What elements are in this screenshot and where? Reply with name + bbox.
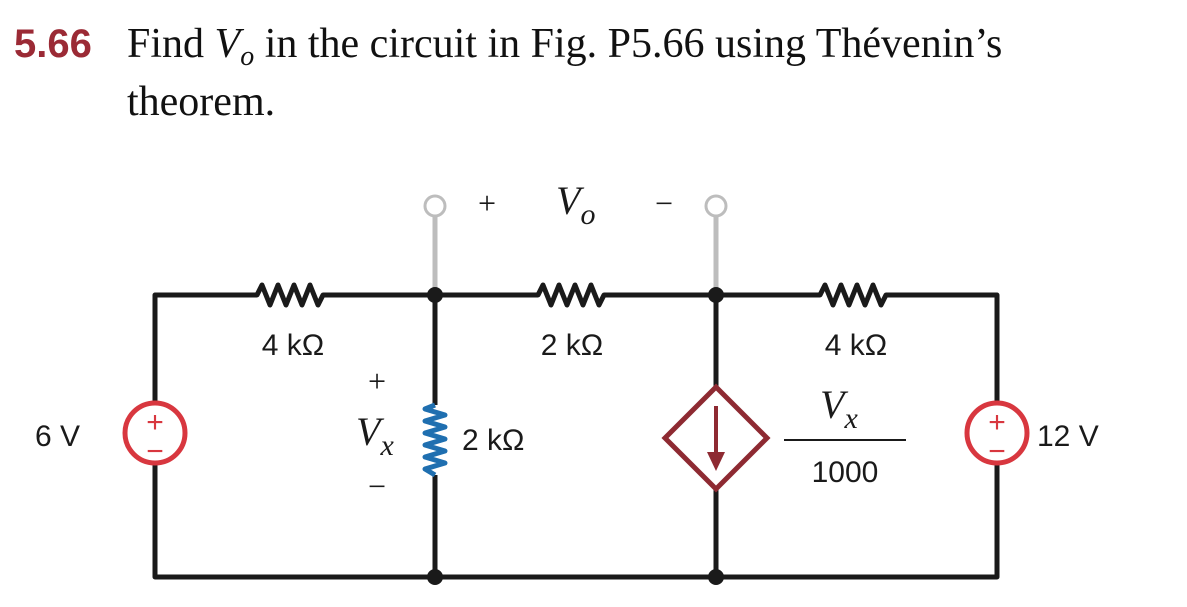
resistor-4k-right-label: 4 kΩ (825, 329, 887, 362)
vo-minus: − (655, 185, 673, 221)
problem-text-after: in the circuit in Fig. P5.66 using Théve… (254, 21, 1003, 67)
dep-num-var: V (820, 382, 849, 427)
problem-number: 5.66 (14, 22, 92, 66)
problem-statement-line2: theorem. (127, 79, 276, 125)
problem-var-v: V (214, 21, 241, 67)
node-dot-bottom-right (708, 569, 724, 585)
vo-sub: o (580, 198, 595, 231)
vx-sub: x (379, 429, 394, 462)
resistor-2k-vertical-label: 2 kΩ (462, 424, 524, 457)
voltage-source-6v[interactable] (122, 400, 188, 466)
node-dot-top-left (427, 287, 443, 303)
resistor-4k-right[interactable] (818, 281, 888, 309)
voltage-source-6v-minus: − (146, 435, 164, 468)
vo-label: Vo (556, 178, 595, 231)
vo-plus: + (478, 185, 496, 221)
problem-text-before: Find (127, 21, 215, 67)
vx-var: V (356, 409, 385, 454)
node-dot-bottom-left (427, 569, 443, 585)
voltage-source-12v-plus: + (988, 406, 1006, 439)
voltage-source-12v-minus: − (988, 435, 1006, 468)
problem-var-sub: o (240, 41, 255, 72)
problem-statement-line1: Find Vo in the circuit in Fig. P5.66 usi… (127, 20, 1003, 72)
dependent-source-arrow-head (707, 452, 725, 471)
bottom-wire (152, 463, 1000, 580)
resistor-2k-middle-label: 2 kΩ (541, 329, 603, 362)
resistor-4k-left-label: 4 kΩ (262, 329, 324, 362)
resistor-2k-vertical[interactable] (422, 402, 448, 478)
voltage-source-12v[interactable] (964, 400, 1030, 466)
vx-label: Vx (356, 409, 394, 462)
dep-source-numerator: Vx (820, 382, 858, 435)
terminal-left[interactable] (423, 194, 447, 218)
resistor-4k-left[interactable] (255, 281, 325, 309)
node-dot-top-right (708, 287, 724, 303)
terminal-right[interactable] (704, 194, 728, 218)
top-wire (152, 282, 1000, 403)
dep-num-sub: x (843, 402, 858, 435)
vx-plus: + (368, 363, 386, 399)
vx-minus: − (368, 468, 386, 504)
dep-source-denominator: 1000 (812, 456, 879, 489)
source-right-label: 12 V (1037, 420, 1099, 453)
voltage-source-6v-plus: + (146, 406, 164, 439)
source-left-label: 6 V (35, 420, 80, 453)
vo-var: V (556, 178, 585, 223)
resistor-2k-middle[interactable] (536, 281, 606, 309)
